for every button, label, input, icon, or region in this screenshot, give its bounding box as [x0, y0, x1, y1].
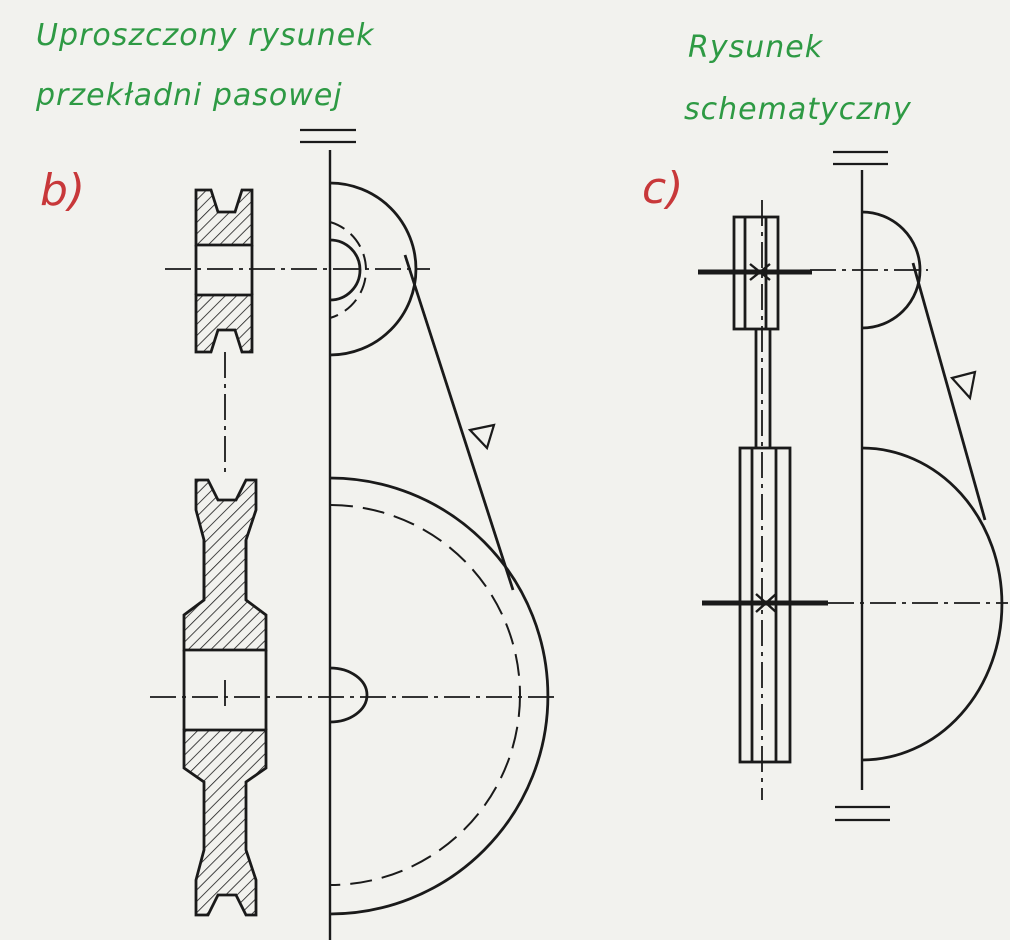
panel-c-letter: c) — [642, 163, 684, 214]
large-pulley-section — [182, 478, 268, 917]
panel-c-caption-line2: schematyczny — [684, 92, 912, 127]
small-pulley-section — [194, 188, 254, 354]
panel-b-caption-line2: przekładni pasowej — [36, 78, 343, 113]
panel-b-letter: b) — [40, 165, 86, 216]
panel-b-caption-line1: Uproszczony rysunek — [36, 18, 375, 53]
panel-c-caption-line1: Rysunek — [688, 30, 824, 65]
